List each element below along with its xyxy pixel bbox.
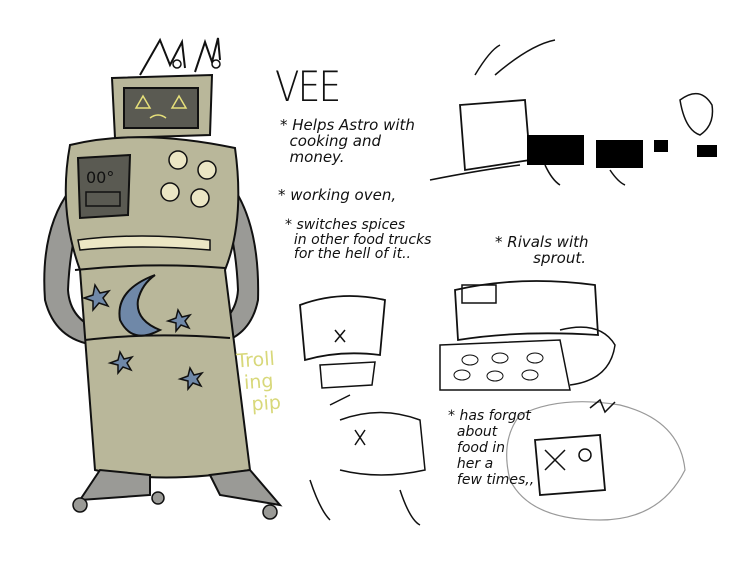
trolling-pip-label: Troll ing pip (235, 347, 282, 417)
redaction-box (596, 140, 643, 168)
redaction-box (654, 140, 668, 152)
oven-temp: 00° (86, 168, 114, 187)
note-helps-astro: * Helps Astro with cooking and money. (280, 116, 415, 166)
note-working-oven: * working oven, (278, 186, 397, 204)
redaction-box (527, 135, 584, 165)
note-rivals-sprout: * Rivals with sprout. (495, 233, 589, 267)
character-name: VEE (275, 62, 341, 111)
note-forgot-food: * has forgot about food in her a few tim… (448, 408, 535, 489)
note-switches-spices: * switches spices in other food trucks f… (285, 217, 432, 263)
redaction-box (697, 145, 717, 157)
